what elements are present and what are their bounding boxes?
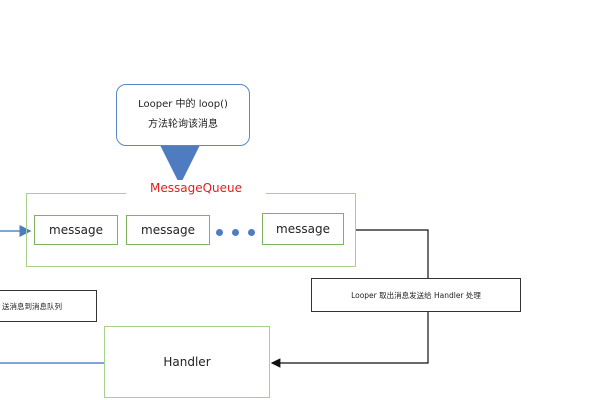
looper-dispatch-callout: Looper 取出消息发送给 Handler 处理 xyxy=(311,278,521,312)
looper-line-1: Looper 中的 loop() xyxy=(138,99,228,110)
dot-2 xyxy=(232,229,239,236)
message-queue-label: MessageQueue xyxy=(126,180,266,196)
ellipsis-dots xyxy=(216,229,260,237)
enqueue-callout: 送消息到消息队列 xyxy=(0,290,97,322)
message-item-2: message xyxy=(126,215,210,245)
message-item-3: message xyxy=(262,213,344,245)
dot-1 xyxy=(216,229,223,236)
looper-loop-box: Looper 中的 loop() 方法轮询该消息 xyxy=(116,84,250,146)
looper-line-2: 方法轮询该消息 xyxy=(148,119,218,130)
message-item-1: message xyxy=(34,215,118,245)
handler-box: Handler xyxy=(104,326,270,398)
dot-3 xyxy=(248,229,255,236)
